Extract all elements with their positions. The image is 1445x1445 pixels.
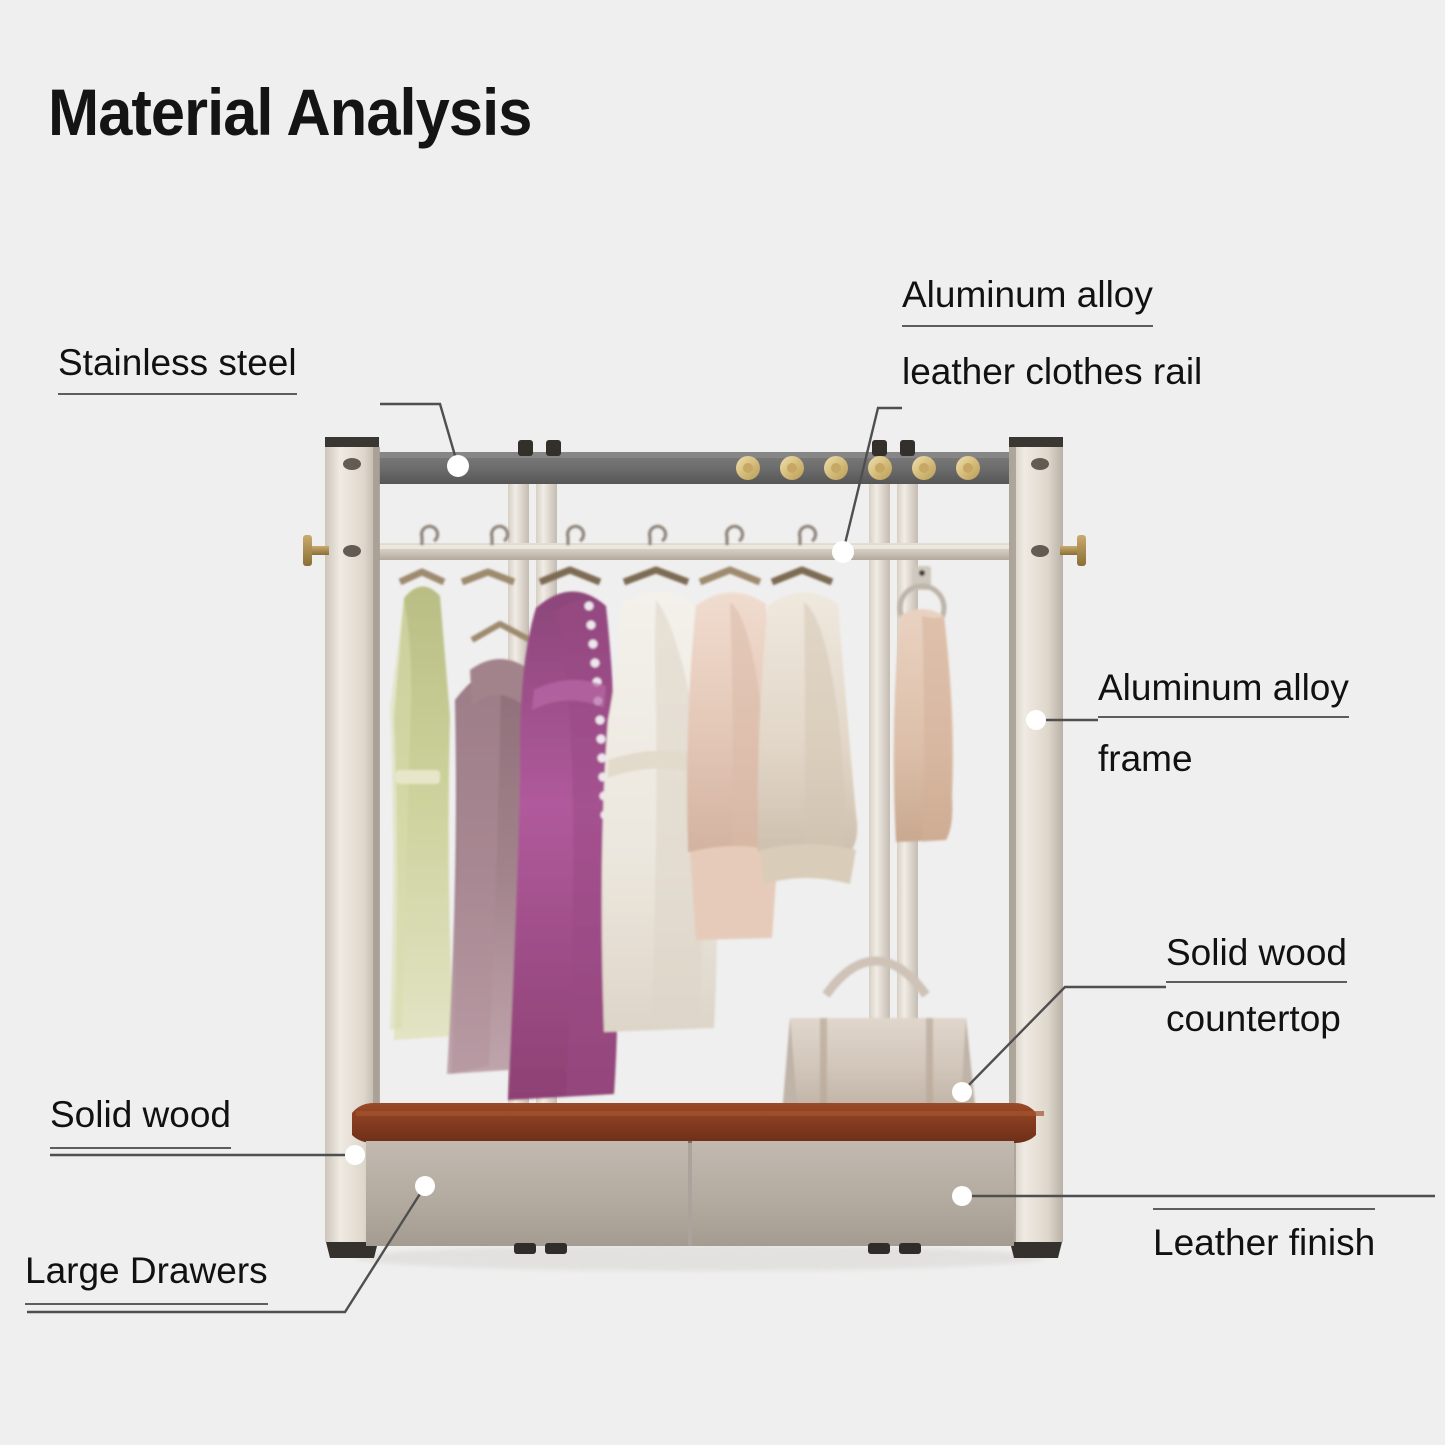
garment-orchid-gown (508, 566, 618, 1100)
marker-solid-wood (345, 1145, 365, 1165)
leader-stainless-steel (380, 402, 460, 467)
hanger-hooks (419, 524, 818, 545)
left-brass-knob (303, 535, 329, 566)
marker-clothes-rail (832, 541, 854, 563)
solid-wood-countertop (352, 1103, 1044, 1143)
drawer-unit (366, 1141, 1014, 1254)
callout-leather-finish: Leather finish (1153, 1208, 1376, 1267)
right-brass-knob (1060, 535, 1086, 566)
leader-clothes-rail (841, 406, 902, 553)
garment-scarf-on-ring (893, 566, 953, 842)
garments (390, 524, 953, 1100)
brass-studs (736, 456, 980, 480)
leather-tote-bag (782, 956, 976, 1116)
callout-large-drawers: Large Drawers (25, 1248, 268, 1305)
callout-wood-countertop-line1: Solid wood (1166, 930, 1348, 983)
callout-stainless-steel: Stainless steel (58, 340, 297, 395)
garment-sage-dress (390, 568, 454, 1040)
callout-aluminum-frame-line2: frame (1098, 738, 1193, 779)
top-rail (358, 440, 1030, 484)
callout-aluminum-frame-line1: Aluminum alloy (1098, 665, 1349, 718)
leader-wood-countertop (961, 985, 1166, 1093)
hanging-rail (366, 543, 1016, 560)
callout-solid-wood: Solid wood (50, 1092, 232, 1149)
marker-wood-countertop (952, 1082, 972, 1102)
leader-large-drawers (27, 1185, 427, 1314)
marker-aluminum-frame (1026, 710, 1046, 730)
marker-large-drawers (415, 1176, 435, 1196)
garment-beige-coat (757, 566, 858, 884)
marker-stainless-steel (447, 455, 469, 477)
page-title: Material Analysis (48, 75, 532, 149)
callout-clothes-rail-line1: Aluminum alloy (902, 272, 1153, 327)
right-post (1009, 437, 1086, 1258)
callout-wood-countertop-line2: countertop (1166, 998, 1341, 1039)
callout-leaders (27, 402, 1435, 1314)
marker-leather-finish (952, 1186, 972, 1206)
callout-clothes-rail-line2: leather clothes rail (902, 351, 1203, 392)
